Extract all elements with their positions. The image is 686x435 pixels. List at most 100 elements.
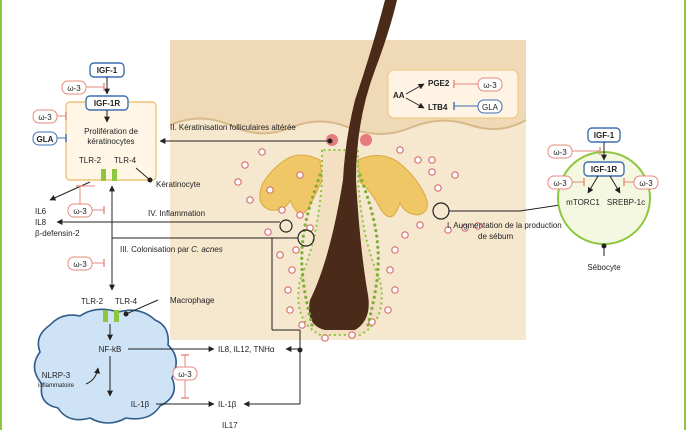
- proliferation-line1: Prolifération de: [84, 127, 138, 136]
- tlr2-top: TLR-2: [79, 156, 102, 165]
- hair-shaft: [309, 0, 397, 330]
- step4-label: IV. Inflammation: [148, 209, 205, 218]
- aa-label: AA: [393, 91, 405, 100]
- omega3-tlr: ω-3: [73, 260, 87, 269]
- follicle-dot: [374, 284, 378, 288]
- step1-line2: de sébum: [478, 232, 513, 241]
- comedone-right: [360, 134, 372, 146]
- follicle-dot: [375, 234, 379, 238]
- follicle-dot: [372, 217, 376, 222]
- bacterium: [428, 168, 436, 176]
- omega3-sebo-right: ω-3: [639, 179, 653, 188]
- follicle-dot: [307, 312, 311, 316]
- tlr2-bottom: TLR-2: [81, 297, 104, 306]
- tlr-receptor-bottom: [103, 310, 108, 322]
- follicle-dot: [301, 234, 305, 238]
- follicle-dot: [301, 240, 305, 244]
- proliferation-line2: kératinocytes: [87, 137, 134, 146]
- bacterium: [384, 306, 392, 314]
- bacterium: [296, 171, 304, 179]
- follicle-dot: [302, 284, 306, 288]
- focus-circle-inflammation: [279, 219, 293, 233]
- bacterium: [298, 321, 306, 329]
- bacterium: [434, 184, 442, 192]
- bacterium: [401, 231, 409, 239]
- step2-label: II. Kératinisation folliculaires altérée: [170, 123, 296, 132]
- macrophage-panel: TLR-2 TLR-4 Macrophage NF-kB IL8, IL12, …: [33, 296, 300, 430]
- macrophage-label: Macrophage: [170, 296, 215, 305]
- bacterium: [258, 148, 266, 156]
- follicle-dot: [300, 262, 304, 266]
- tlr4-bottom: TLR-4: [115, 297, 138, 306]
- follicle-dot: [306, 212, 310, 216]
- nlrp3-line2: inflammatoire: [38, 383, 75, 389]
- follicle-dot: [303, 290, 307, 294]
- bacterium: [391, 246, 399, 254]
- bacterium: [461, 224, 469, 232]
- keratinocyte-label: Kératinocyte: [156, 180, 201, 189]
- follicle-dot: [370, 212, 374, 216]
- sebocyte-label: Sébocyte: [587, 263, 621, 272]
- il8-label: IL8: [35, 218, 47, 227]
- follicle-dot: [370, 306, 374, 310]
- srebp-label: SREBP-1c: [607, 198, 645, 207]
- follicle-dot: [376, 245, 380, 249]
- follicle-dot: [305, 301, 309, 305]
- igf1r-right: IGF-1R: [591, 165, 617, 174]
- follicle-dot: [371, 301, 375, 305]
- follicle-dot: [310, 195, 315, 199]
- macrophage-cell: [33, 308, 177, 424]
- igf1-right: IGF-1: [594, 131, 615, 140]
- tlr4-top: TLR-4: [114, 156, 137, 165]
- omega3-cytokines: ω-3: [73, 207, 87, 216]
- bacterium: [276, 251, 284, 259]
- il6-label: IL6: [35, 207, 47, 216]
- nlrp3-line1: NLRP-3: [42, 371, 71, 380]
- follicle-dot: [376, 262, 380, 266]
- bacterium: [241, 161, 249, 169]
- bacterium: [414, 156, 422, 164]
- follicle-dot: [309, 317, 313, 322]
- follicle-dot: [309, 201, 313, 205]
- follicle-dot: [304, 217, 308, 222]
- follicle-dot: [300, 273, 305, 277]
- beta-defensin-label: β-defensin-2: [35, 229, 80, 238]
- follicle-dot: [367, 317, 371, 322]
- bacterium: [321, 334, 329, 342]
- skin-section: [169, 0, 527, 342]
- nfkb-label: NF-kB: [99, 345, 122, 354]
- tlr-receptor-top: [101, 169, 106, 181]
- bacterium: [348, 331, 356, 339]
- bacterium: [296, 211, 304, 219]
- follicle-dot: [316, 178, 320, 183]
- sebaceous-gland-left: [259, 154, 323, 215]
- follicle-dot: [300, 256, 304, 260]
- follicle-dot: [369, 312, 373, 316]
- follicle-dot: [372, 295, 376, 299]
- pathway-connectors: II. Kératinisation folliculaires altérée…: [56, 123, 562, 404]
- follicle-dot: [365, 195, 370, 199]
- follicle-dot: [367, 201, 371, 205]
- bacterium: [416, 221, 424, 229]
- arachidonic-acid-box: AA PGE2 LTB4 ω-3 GLA: [387, 69, 519, 119]
- follicle-dot: [304, 295, 308, 299]
- bacterium: [246, 196, 254, 204]
- bacterium: [444, 226, 452, 234]
- omega3-nfkb: ω-3: [178, 370, 192, 379]
- follicle-dot: [314, 184, 318, 188]
- bacterium: [428, 156, 436, 164]
- bacterium: [391, 286, 399, 294]
- follicle-dot: [375, 240, 379, 244]
- bacterium: [292, 246, 300, 254]
- follicle-dot: [364, 190, 368, 194]
- il1b-inside: IL-1β: [131, 400, 150, 409]
- omega3-sebo-left: ω-3: [553, 179, 567, 188]
- gla-prolif: GLA: [37, 135, 54, 144]
- bacterium: [278, 206, 286, 214]
- follicle-dot: [373, 223, 377, 227]
- follicle-dot: [300, 251, 304, 255]
- bacterium: [288, 266, 296, 274]
- follicle-dot: [306, 306, 310, 310]
- follicle-dot: [376, 267, 380, 272]
- il17-label: IL17: [222, 421, 238, 430]
